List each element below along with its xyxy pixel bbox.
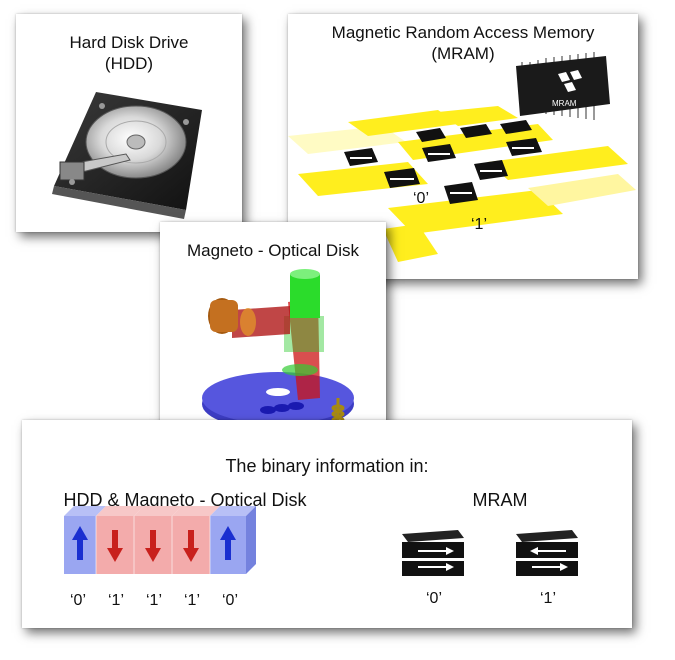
mram-bit-label: ‘0’ xyxy=(425,590,442,607)
mo-disk-image xyxy=(202,269,354,432)
arrow-down-icon xyxy=(107,530,123,562)
chip-label: MRAM xyxy=(552,99,577,108)
binary-panel: The binary information in: HDD & Magneto… xyxy=(22,420,632,628)
hdd-panel: Hard Disk Drive (HDD) xyxy=(16,14,242,232)
mram-chip: MRAM xyxy=(516,52,610,120)
mram-array-image: MRAM xyxy=(288,52,636,262)
magnetic-domains xyxy=(64,506,578,576)
mram-title-line2: (MRAM) xyxy=(431,44,495,63)
arrow-up-icon xyxy=(220,526,236,560)
mram-label-zero: ‘0’ xyxy=(412,190,429,207)
hdd-title-line1: Hard Disk Drive xyxy=(69,33,189,52)
domain-bit-label: ‘1’ xyxy=(145,592,162,609)
domain-bit-label: ‘0’ xyxy=(221,592,238,609)
mram-cell-zero xyxy=(402,530,464,576)
binary-heading: The binary information in: xyxy=(225,456,429,476)
domain-bit-label: ‘1’ xyxy=(183,592,200,609)
mo-disk-panel: Magneto - Optical Disk xyxy=(160,222,386,440)
hard-disk-image xyxy=(52,92,202,219)
hdd-mo-title: HDD & Magneto - Optical Disk xyxy=(63,490,307,510)
hdd-title-line2: (HDD) xyxy=(104,54,154,73)
mram-cell-one xyxy=(516,530,578,576)
mo-disk-title: Magneto - Optical Disk xyxy=(187,241,359,260)
arrow-down-icon xyxy=(145,530,161,562)
mram-bit-label: ‘1’ xyxy=(539,590,556,607)
mram-title-line1: Magnetic Random Access Memory xyxy=(331,23,595,42)
hdd-title: Hard Disk Drive (HDD) xyxy=(16,32,242,74)
domain-zero-right xyxy=(210,506,256,574)
arrow-up-icon xyxy=(72,526,88,560)
domain-bit-label: ‘1’ xyxy=(107,592,124,609)
arrow-down-icon xyxy=(183,530,199,562)
domain-bit-label: ‘0’ xyxy=(69,592,86,609)
mram-label-one: ‘1’ xyxy=(470,216,487,233)
mram-bits-title: MRAM xyxy=(472,490,528,510)
mram-title: Magnetic Random Access Memory (MRAM) xyxy=(288,22,638,64)
